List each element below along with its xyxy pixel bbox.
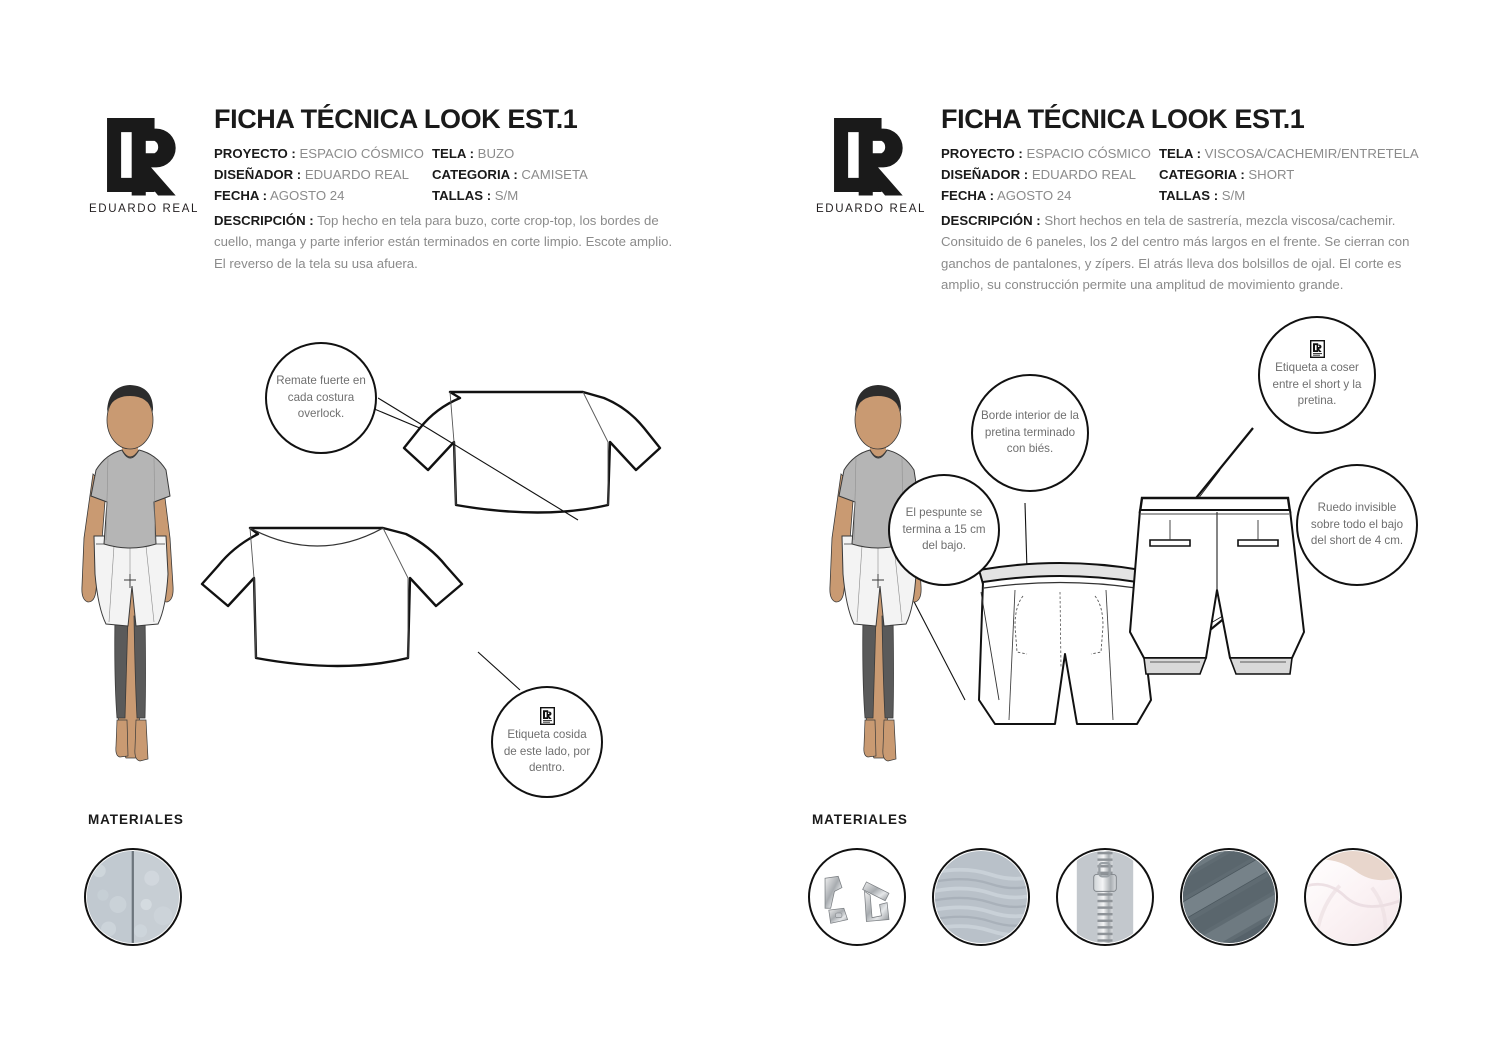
field-tela-label: TELA :	[1159, 146, 1201, 162]
field-descripcion-label: DESCRIPCIÓN :	[214, 212, 314, 228]
brand-logo: EDUARDO REAL	[815, 105, 927, 215]
field-categoria-value: SHORT	[1248, 167, 1295, 183]
field-tela-label: TELA :	[432, 146, 474, 162]
field-disenador: DISEÑADOR : EDUARDO REAL	[941, 165, 1159, 186]
field-proyecto-value: ESPACIO CÓSMICO	[1026, 146, 1151, 162]
callout-borde-pretina-bies-text: Borde interior de la pretina terminado c…	[981, 409, 1079, 456]
brand-wordmark: EDUARDO REAL	[89, 203, 199, 215]
flat-shorts-back-view	[1129, 496, 1305, 675]
swatch-trouser-hooks	[808, 848, 906, 946]
flat-shorts-front-view	[977, 562, 1152, 725]
field-fecha: FECHA : AGOSTO 24	[214, 186, 432, 207]
materials-heading-left: MATERIALES	[88, 812, 184, 827]
field-proyecto-label: PROYECTO :	[214, 146, 296, 162]
page-title: FICHA TÉCNICA LOOK EST.1	[941, 104, 1305, 134]
meta-fields: PROYECTO : ESPACIO CÓSMICO DISEÑADOR : E…	[941, 144, 1465, 207]
materials-heading-right: MATERIALES	[812, 812, 908, 827]
callout-pespunte-15cm: El pespunte se termina a 15 cm del bajo.	[888, 474, 1000, 586]
swatch-light-grey-fabric	[932, 848, 1030, 946]
field-disenador-label: DISEÑADOR :	[941, 167, 1029, 183]
field-fecha-label: FECHA :	[214, 188, 267, 204]
field-tela: TELA : VISCOSA/CACHEMIR/ENTRETELA	[1159, 144, 1465, 165]
callout-etiqueta-pretina: Etiqueta a coser entre el short y la pre…	[1258, 316, 1376, 434]
field-proyecto-value: ESPACIO CÓSMICO	[299, 146, 424, 162]
field-proyecto: PROYECTO : ESPACIO CÓSMICO	[214, 144, 432, 165]
care-label-tag-icon	[539, 707, 555, 726]
field-descripcion-value: Short hechos en tela de sastrería, mezcl…	[941, 212, 1410, 293]
field-tallas-label: TALLAS :	[432, 188, 492, 204]
field-disenador-label: DISEÑADOR :	[214, 167, 302, 183]
field-fecha-value: AGOSTO 24	[996, 188, 1072, 204]
field-categoria-label: CATEGORIA :	[1159, 167, 1245, 183]
panel-header: EDUARDO REAL FICHA TÉCNICA LOOK EST.1 PR…	[815, 105, 1465, 295]
field-fecha-value: AGOSTO 24	[269, 188, 345, 204]
clr-monogram-icon	[834, 118, 903, 196]
field-tallas: TALLAS : S/M	[432, 186, 688, 207]
field-categoria: CATEGORIA : SHORT	[1159, 165, 1465, 186]
field-disenador: DISEÑADOR : EDUARDO REAL	[214, 165, 432, 186]
field-tallas-value: S/M	[1221, 188, 1246, 204]
fashion-figure-illustration	[81, 385, 174, 762]
field-descripcion-label: DESCRIPCIÓN :	[941, 212, 1041, 228]
field-descripcion-value: Top hecho en tela para buzo, corte crop-…	[214, 212, 673, 271]
swatch-metal-zipper	[1056, 848, 1154, 946]
field-tallas: TALLAS : S/M	[1159, 186, 1465, 207]
swatch-fleece-fabric	[84, 848, 182, 946]
swatch-white-interfacing	[1304, 848, 1402, 946]
swatch-grey-bias-tape	[1180, 848, 1278, 946]
callout-etiqueta-cosida-text: Etiqueta cosida de este lado, por dentro…	[503, 728, 591, 775]
materials-swatch-row-left	[84, 848, 182, 946]
callout-ruedo-invisible: Ruedo invisible sobre todo el bajo del s…	[1296, 464, 1418, 586]
meta-fields: PROYECTO : ESPACIO CÓSMICO DISEÑADOR : E…	[214, 144, 688, 207]
panel-header: EDUARDO REAL FICHA TÉCNICA LOOK EST.1 PR…	[88, 105, 688, 274]
panel-short: EDUARDO REAL FICHA TÉCNICA LOOK EST.1 PR…	[750, 0, 1500, 1060]
materials-swatch-row-right	[808, 848, 1402, 946]
callout-etiqueta-pretina-text: Etiqueta a coser entre el short y la pre…	[1272, 361, 1362, 408]
callout-remate-overlock-text: Remate fuerte en cada costura overlock.	[276, 374, 366, 421]
field-tela-value: BUZO	[477, 146, 515, 162]
field-categoria-value: CAMISETA	[521, 167, 588, 183]
field-disenador-value: EDUARDO REAL	[1031, 167, 1136, 183]
flat-top-front-view	[200, 526, 464, 668]
field-tela-value: VISCOSA/CACHEMIR/ENTRETELA	[1204, 146, 1419, 162]
callout-etiqueta-cosida: Etiqueta cosida de este lado, por dentro…	[491, 686, 603, 798]
field-disenador-value: EDUARDO REAL	[304, 167, 409, 183]
callout-pespunte-15cm-text: El pespunte se termina a 15 cm del bajo.	[902, 506, 986, 553]
callout-borde-pretina-bies: Borde interior de la pretina terminado c…	[971, 374, 1089, 492]
field-descripcion: DESCRIPCIÓN : Short hechos en tela de sa…	[941, 210, 1411, 296]
brand-logo: EDUARDO REAL	[88, 105, 200, 215]
field-fecha: FECHA : AGOSTO 24	[941, 186, 1159, 207]
field-fecha-label: FECHA :	[941, 188, 994, 204]
callout-remate-overlock: Remate fuerte en cada costura overlock.	[265, 342, 377, 454]
panel-camiseta: EDUARDO REAL FICHA TÉCNICA LOOK EST.1 PR…	[81, 105, 688, 946]
field-proyecto: PROYECTO : ESPACIO CÓSMICO	[941, 144, 1159, 165]
field-proyecto-label: PROYECTO :	[941, 146, 1023, 162]
field-descripcion: DESCRIPCIÓN : Top hecho en tela para buz…	[214, 210, 684, 274]
field-tela: TELA : BUZO	[432, 144, 688, 165]
field-categoria: CATEGORIA : CAMISETA	[432, 165, 688, 186]
care-label-tag-icon	[1309, 340, 1325, 359]
callout-ruedo-invisible-text: Ruedo invisible sobre todo el bajo del s…	[1310, 501, 1404, 548]
brand-wordmark: EDUARDO REAL	[816, 203, 926, 215]
clr-monogram-icon	[107, 118, 176, 196]
field-tallas-value: S/M	[494, 188, 519, 204]
page-title: FICHA TÉCNICA LOOK EST.1	[214, 104, 578, 134]
field-tallas-label: TALLAS :	[1159, 188, 1219, 204]
field-categoria-label: CATEGORIA :	[432, 167, 518, 183]
